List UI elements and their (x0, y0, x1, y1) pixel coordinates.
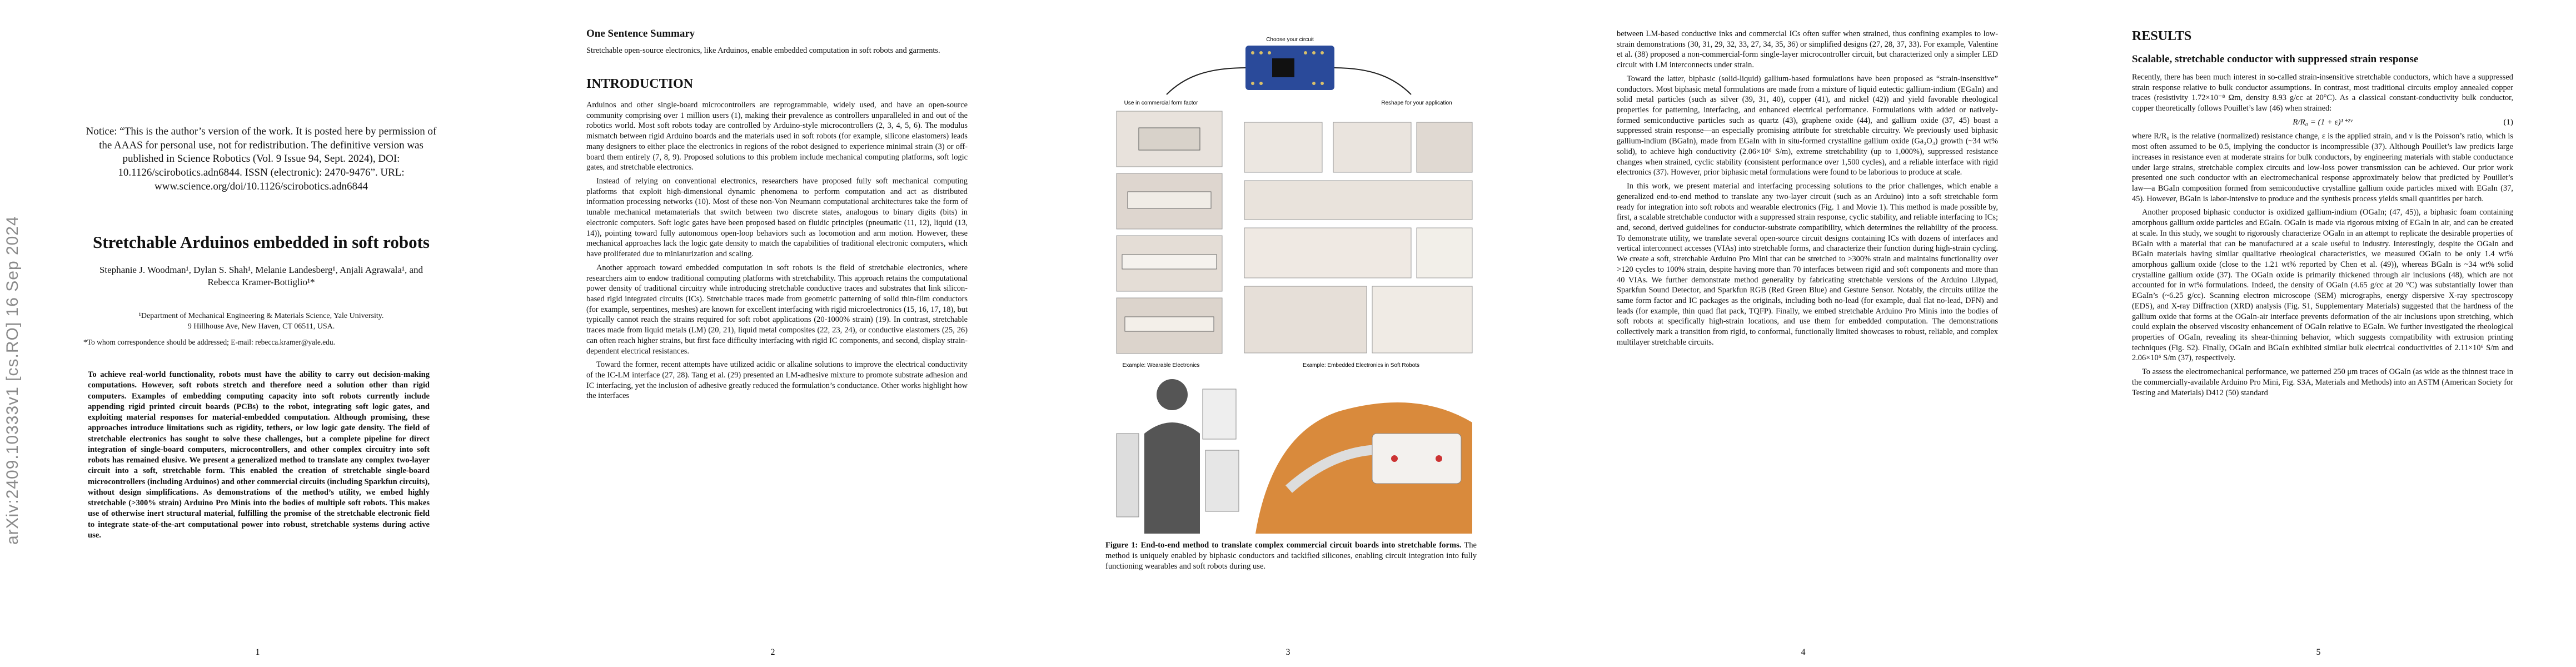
intro-heading: INTRODUCTION (586, 77, 693, 92)
right-photo-column (1244, 122, 1473, 354)
page-3: Choose your circuit Use in commercial fo… (1030, 0, 1546, 667)
caption-title: Figure 1: End-to-end method to translate… (1105, 541, 1462, 550)
label-example-wearable: Example: Wearable Electronics (1123, 362, 1200, 369)
section-heading: One Sentence Summary (586, 28, 695, 39)
page-4-body: between LM-based conductive inks and com… (1617, 29, 1998, 351)
corresponding-author: *To whom correspondence should be addres… (83, 338, 336, 346)
intro-body: Arduinos and other single-board microcon… (586, 100, 968, 405)
page-1: arXiv:2409.10333v1 [cs.RO] 16 Sep 2024 N… (0, 0, 515, 667)
section-heading: RESULTS (2132, 29, 2192, 43)
equation-text: R/R₀ = (1 + ε)¹⁺²ᵛ (2293, 117, 2353, 127)
paragraph: where R/R₀ is the relative (normalized) … (2132, 132, 2513, 203)
paper-title: Stretchable Arduinos embedded in soft ro… (93, 232, 430, 252)
paragraph: Arduinos and other single-board microcon… (586, 101, 968, 172)
equation-1: R/R₀ = (1 + ε)¹⁺²ᵛ (1) (2132, 117, 2513, 128)
arrow-left (1166, 67, 1246, 95)
figure-1-caption: Figure 1: End-to-end method to translate… (1105, 540, 1477, 572)
arrow-right (1334, 67, 1412, 95)
page-number: 3 (1285, 648, 1291, 657)
label-choose-circuit: Choose your circuit (1266, 37, 1314, 43)
label-reshape: Reshape for your application (1381, 100, 1452, 106)
page-4: between LM-based conductive inks and com… (1546, 0, 2061, 667)
page-number: 1 (255, 648, 260, 657)
paragraph: Toward the latter, biphasic (solid-liqui… (1617, 74, 1998, 177)
author-list: Stephanie J. Woodman¹, Dylan S. Shah¹, M… (99, 265, 423, 288)
paragraph: Stretchable open-source electronics, lik… (586, 46, 940, 55)
arxiv-stamp: arXiv:2409.10333v1 [cs.RO] 16 Sep 2024 (3, 216, 22, 545)
caption-body: The method is uniquely enabled by biphas… (1105, 541, 1477, 571)
results-subheading: Scalable, stretchable conductor with sup… (2132, 53, 2418, 66)
summary-text: Stretchable open-source electronics, lik… (586, 46, 968, 59)
paragraph: Toward the former, recent attempts have … (586, 360, 968, 401)
paragraph: Instead of relying on conventional elect… (586, 177, 968, 259)
page-number: 5 (2316, 648, 2321, 657)
paragraph: Another approach toward embedded computa… (586, 263, 968, 356)
equation-number: (1) (2503, 117, 2514, 127)
paragraph: In this work, we present material and in… (1617, 182, 1998, 347)
author-notice: Notice: “This is the author’s version of… (86, 126, 437, 192)
page-2: One Sentence Summary Stretchable open-so… (515, 0, 1030, 667)
paragraph: Another proposed biphasic conductor is o… (2132, 208, 2513, 363)
abstract: To achieve real-world functionality, rob… (88, 370, 430, 540)
page-number: 2 (770, 648, 775, 657)
microcontroller-chip (1272, 58, 1294, 77)
paragraph: between LM-based conductive inks and com… (1617, 29, 1998, 70)
subsection-heading: Scalable, stretchable conductor with sup… (2132, 53, 2419, 65)
paragraph: To assess the electromechanical performa… (2132, 367, 2514, 397)
left-photo-column (1116, 111, 1223, 354)
summary-heading: One Sentence Summary (586, 28, 695, 40)
figure-1-illustration: Choose your circuit Use in commercial fo… (1116, 37, 1473, 534)
section-heading: INTRODUCTION (586, 77, 694, 91)
label-commercial: Use in commercial form factor (1124, 100, 1198, 106)
page-5: RESULTS Scalable, stretchable conductor … (2061, 0, 2576, 667)
wearable-example: Example: Wearable Electronics (1116, 362, 1239, 534)
page-number: 4 (1801, 648, 1806, 657)
affiliation: ¹Department of Mechanical Engineering & … (83, 311, 439, 332)
figure-1: Choose your circuit Use in commercial fo… (1105, 33, 1477, 536)
results-heading: RESULTS (2132, 29, 2191, 44)
paragraph: Recently, there has been much interest i… (2132, 73, 2513, 113)
label-example-soft: Example: Embedded Electronics in Soft Ro… (1303, 362, 1419, 369)
affiliation-line-1: ¹Department of Mechanical Engineering & … (138, 312, 384, 320)
affiliation-line-2: 9 Hillhouse Ave, New Haven, CT 06511, US… (187, 322, 335, 331)
page-5-body: Recently, there has been much interest i… (2132, 72, 2513, 401)
soft-robot-example: Example: Embedded Electronics in Soft Ro… (1255, 362, 1472, 534)
